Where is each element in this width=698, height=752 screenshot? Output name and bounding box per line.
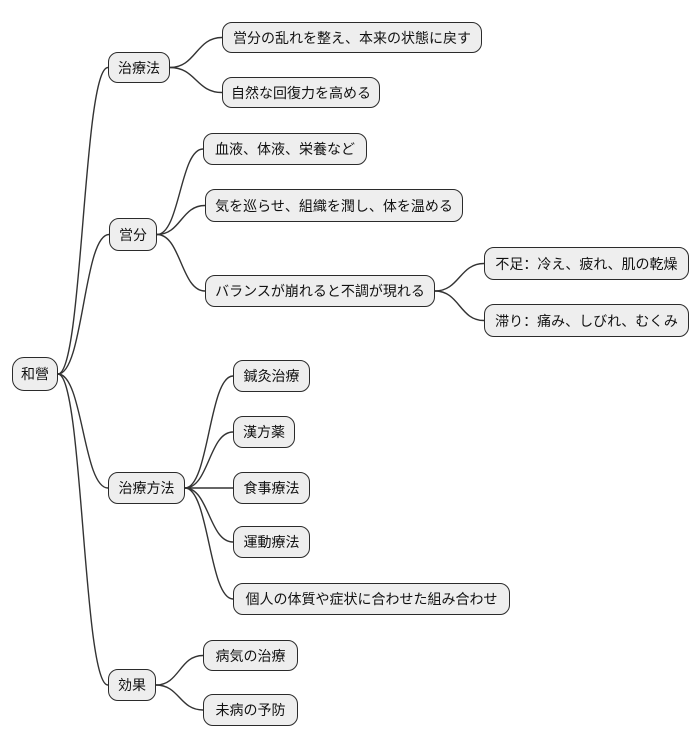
edge-root-to-koka (57, 373, 109, 686)
edge-eibun-3-to-fusoku (434, 262, 485, 292)
mindmap-node-method-4: 運動療法 (233, 526, 310, 558)
mindmap-node-koka: 効果 (108, 669, 156, 701)
mindmap-node-chiryoho-2: 自然な回復力を高める (222, 77, 380, 108)
mindmap-node-method-1: 鍼灸治療 (233, 360, 310, 392)
edge-chiryohoho-to-method-2 (184, 431, 234, 489)
edge-chiryohoho-to-method-5 (184, 487, 234, 600)
mindmap-node-eibun-2: 気を巡らせ、組織を潤し、体を温める (205, 189, 463, 222)
edge-eibun-3-to-todokori (434, 290, 485, 322)
edge-root-to-chiryohoho (57, 373, 109, 489)
edge-koka-to-koka-2 (155, 684, 204, 711)
mindmap-node-chiryohoho: 治療方法 (108, 472, 185, 504)
edge-eibun-to-eibun-3 (156, 233, 206, 292)
mindmap-node-eibun: 営分 (109, 218, 157, 251)
mindmap-node-chiryoho: 治療法 (108, 52, 170, 83)
edge-chiryoho-to-chiryoho-1 (169, 36, 223, 69)
mindmap-node-method-3: 食事療法 (233, 472, 310, 504)
edge-chiryohoho-to-method-4 (184, 487, 234, 543)
mindmap-node-eibun-1: 血液、体液、栄養など (203, 133, 367, 165)
edge-root-to-eibun (57, 233, 110, 375)
edge-eibun-to-eibun-2 (156, 204, 206, 236)
edge-chiryohoho-to-method-1 (184, 375, 234, 489)
mindmap-node-root: 和營 (12, 357, 58, 391)
edge-chiryoho-to-chiryoho-2 (169, 66, 223, 94)
mindmap-node-eibun-3: バランスが崩れると不調が現れる (205, 275, 435, 307)
mindmap-node-fusoku: 不足：冷え、疲れ、肌の乾燥 (484, 247, 689, 280)
edge-root-to-chiryoho (57, 66, 109, 375)
mindmap-node-method-2: 漢方薬 (233, 416, 295, 448)
mindmap-node-chiryoho-1: 営分の乱れを整え、本来の状態に戻す (222, 22, 482, 53)
mindmap-node-koka-2: 未病の予防 (203, 694, 298, 726)
edge-eibun-to-eibun-1 (156, 148, 204, 236)
mindmap-node-koka-1: 病気の治療 (203, 640, 298, 671)
mindmap-node-todokori: 滞り：痛み、しびれ、むくみ (484, 304, 689, 337)
edge-koka-to-koka-1 (155, 654, 204, 686)
mindmap-node-method-5: 個人の体質や症状に合わせた組み合わせ (233, 583, 510, 615)
